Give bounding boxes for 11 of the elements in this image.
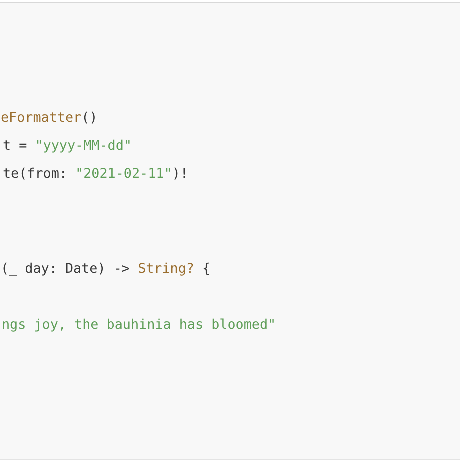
code-text: ngs joy, the bauhinia has bloomed" <box>2 318 276 333</box>
code-text: { <box>202 262 211 277</box>
code-text: (_ day: Date) -> <box>1 262 131 277</box>
code-text: "yyyy-MM-dd" <box>35 139 132 154</box>
code-text: String? <box>138 262 194 277</box>
code-text: te(from: <box>3 167 68 182</box>
code-text: "2021-02-11" <box>76 167 172 182</box>
code-text: t = <box>3 139 28 154</box>
code-text: () <box>82 111 98 126</box>
code-text: )! <box>172 167 188 182</box>
code-text: eFormatter <box>1 111 82 126</box>
